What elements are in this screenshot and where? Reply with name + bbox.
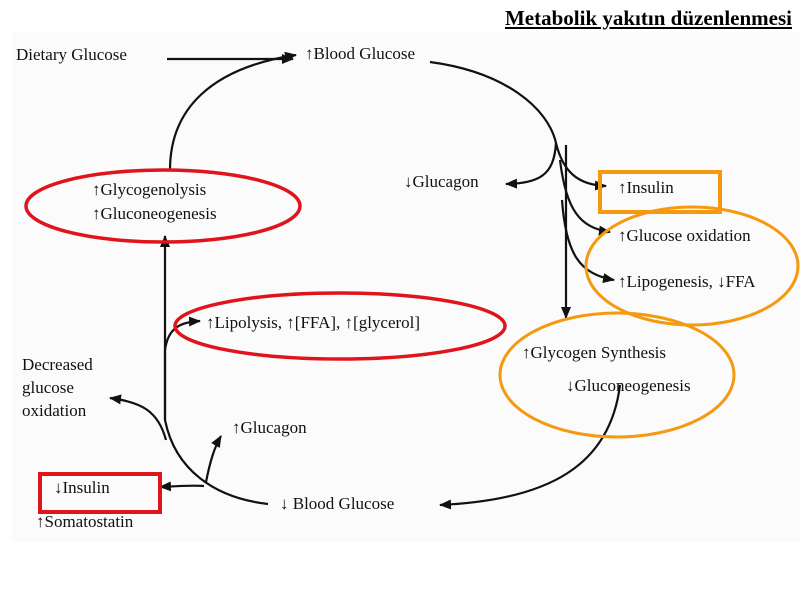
arrow-to-glucagon-down (505, 142, 558, 189)
label-glucagon-up: ↑Glucagon (232, 418, 307, 437)
label-lipolysis: ↑Lipolysis, ↑[FFA], ↑[glycerol] (206, 313, 421, 332)
label-blood-glucose-down: ↓ Blood Glucose (280, 494, 395, 513)
label-decreased-oxidation-line2: glucose (22, 378, 74, 397)
arrow-blood-glucose-down-right (429, 60, 558, 144)
label-insulin-up: ↑Insulin (618, 178, 674, 197)
diagram-background (12, 32, 800, 542)
label-glucagon-down: ↓Glucagon (404, 172, 479, 191)
label-blood-glucose-up: ↑Blood Glucose (305, 44, 416, 63)
label-gluconeogenesis-up: ↑Gluconeogenesis (92, 204, 217, 223)
label-decreased-oxidation-line1: Decreased (22, 355, 93, 374)
label-decreased-oxidation-line3: oxidation (22, 401, 87, 420)
arrow-to-glucagon-up (204, 435, 222, 483)
label-gluconeogenesis-down: ↓Gluconeogenesis (566, 376, 691, 395)
label-glucose-oxidation-up: ↑Glucose oxidation (618, 226, 751, 245)
label-insulin-down: ↓Insulin (54, 478, 110, 497)
label-glycogen-synthesis: ↑Glycogen Synthesis (522, 343, 667, 362)
label-somatostatin: ↑Somatostatin (36, 512, 134, 531)
arrow-to-lipogenesis (560, 199, 615, 284)
arrow-to-insulin-down (159, 481, 205, 492)
highlight-lipolysis (173, 291, 507, 361)
arrow-right-to-blood-glucose-down (439, 384, 622, 510)
arrow-to-decreased-oxidation (109, 394, 168, 441)
arrow-bottom-left-loop (163, 350, 269, 506)
highlight-insulin-down (38, 472, 162, 514)
label-glycogenolysis: ↑Glycogenolysis (92, 180, 207, 199)
page-title: Metabolik yakıtın düzenlenmesi (504, 6, 792, 30)
label-dietary-glucose: Dietary Glucose (16, 45, 127, 64)
highlight-glycogenolysis (24, 168, 302, 244)
arrow-to-glucose-oxidation (558, 159, 611, 236)
highlight-insulin-up (598, 170, 722, 214)
arrow-glycogenolysis-to-blood-glucose (168, 51, 297, 171)
label-lipogenesis: ↑Lipogenesis, ↓FFA (618, 272, 756, 291)
highlight-glucose-oxidation-lipogenesis (584, 205, 800, 327)
highlight-glycogen-synthesis (498, 311, 736, 439)
